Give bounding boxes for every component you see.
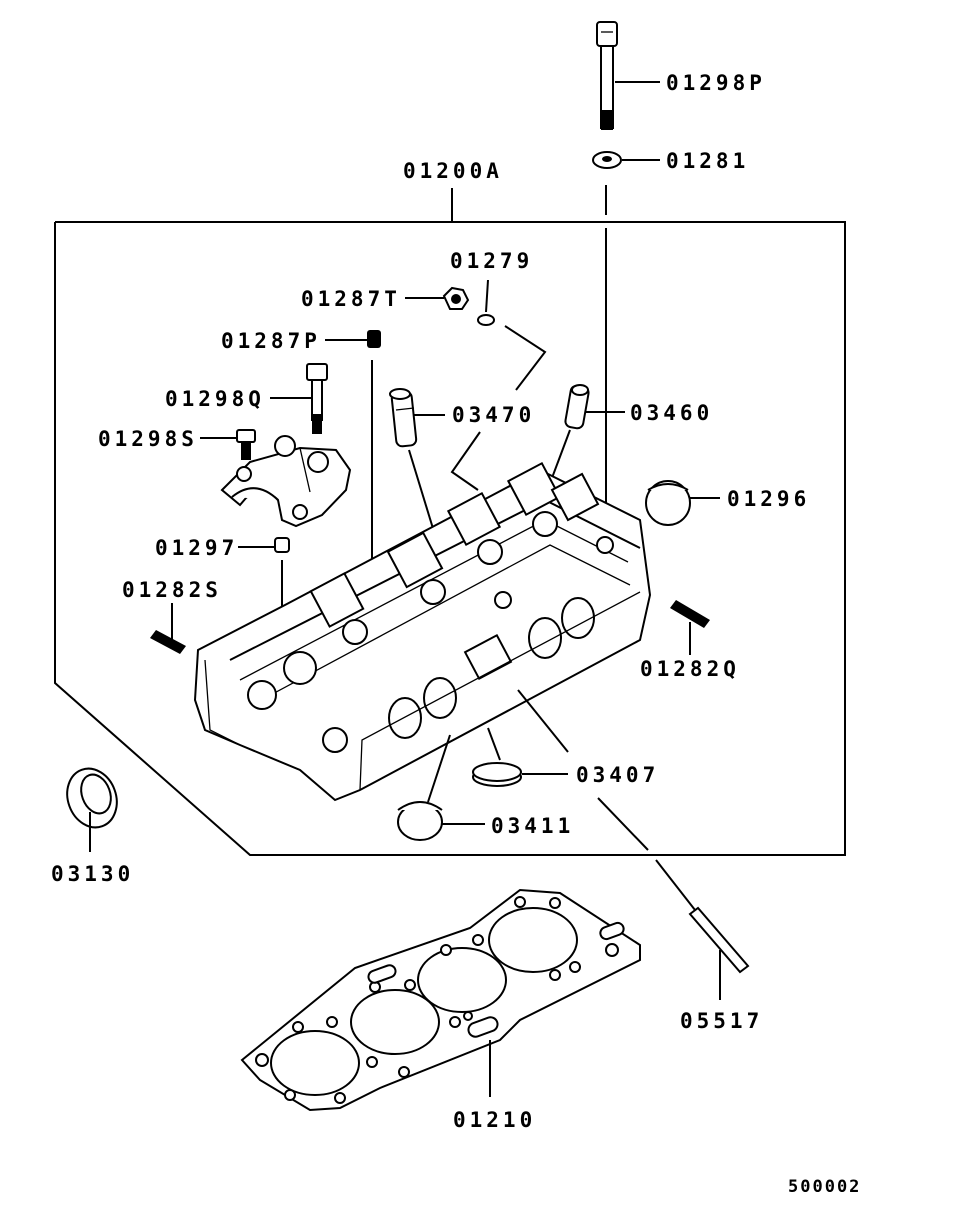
stud-01282Q[interactable] [670, 600, 710, 628]
label-01298P: 01298P [666, 71, 766, 95]
head-gasket-01210[interactable] [240, 888, 641, 1112]
label-01296: 01296 [727, 487, 810, 511]
label-01279: 01279 [450, 249, 533, 273]
label-01287P: 01287P [221, 329, 321, 353]
label-01297: 01297 [155, 536, 238, 560]
label-05517: 05517 [680, 1009, 763, 1033]
valve-guide-03470[interactable] [389, 388, 418, 448]
label-03411: 03411 [491, 814, 574, 838]
assembly-frame [54, 221, 846, 856]
label-01282S: 01282S [122, 578, 222, 602]
label-01287T: 01287T [301, 287, 401, 311]
oring-01279[interactable] [477, 314, 495, 326]
bolt-01298S[interactable] [236, 429, 256, 460]
bearing-cap [220, 435, 352, 528]
label-01298S: 01298S [98, 427, 198, 451]
label-03407: 03407 [576, 763, 659, 787]
label-01298Q: 01298Q [165, 387, 265, 411]
reference-code: 500002 [788, 1177, 861, 1197]
valve-seal-03407[interactable] [472, 762, 522, 787]
stud-01282S[interactable] [150, 630, 186, 654]
bolt-01298P[interactable] [596, 21, 618, 130]
bolt-01298Q[interactable] [306, 363, 328, 434]
cap-plug-01296[interactable] [645, 480, 691, 526]
label-03130: 03130 [51, 862, 134, 886]
dowel-01297[interactable] [274, 537, 290, 553]
label-01210: 01210 [453, 1108, 536, 1132]
cylinder-head-body [193, 461, 652, 802]
seal-03411[interactable] [397, 801, 443, 841]
label-01281: 01281 [666, 149, 749, 173]
label-03460: 03460 [630, 401, 713, 425]
label-01200A: 01200A [403, 159, 503, 183]
pin-05517[interactable] [688, 906, 750, 974]
plug-01287P[interactable] [367, 330, 381, 348]
label-01282Q: 01282Q [640, 657, 740, 681]
valve-guide-03460[interactable] [564, 384, 590, 430]
washer-01281[interactable] [592, 151, 622, 169]
oil-seal-03130[interactable] [59, 762, 125, 835]
label-03470: 03470 [452, 403, 535, 427]
plug-01287T[interactable] [442, 286, 470, 310]
